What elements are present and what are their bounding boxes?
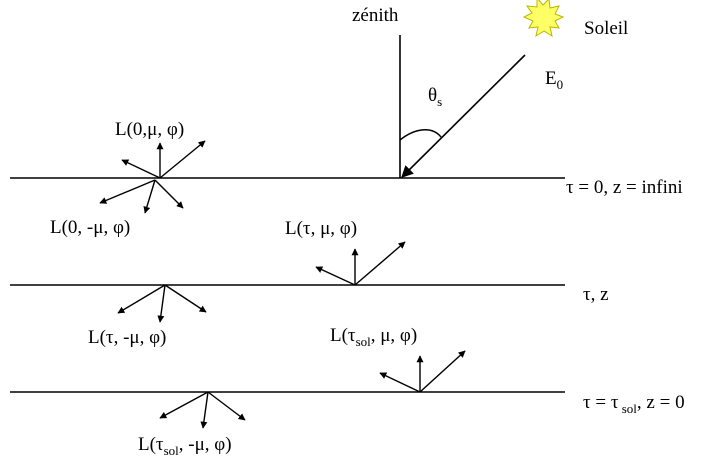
- theta-s-label: θs: [428, 85, 442, 109]
- top-upward-arrows: [121, 140, 206, 179]
- middle-upward-arrows: [315, 241, 406, 286]
- arrow: [200, 391, 209, 429]
- arrow: [99, 179, 156, 204]
- arrow: [207, 391, 246, 421]
- sun-icon: [522, 0, 565, 38]
- arrow: [159, 140, 206, 179]
- ground-downward-arrows: [159, 391, 246, 429]
- middle-upward-label: L(τ, μ, φ): [285, 218, 357, 239]
- middle-downward-label: L(τ, -μ, φ): [88, 327, 166, 348]
- ground-downward-label: L(τsol, -μ, φ): [138, 434, 232, 458]
- arrow: [117, 284, 166, 314]
- arrow: [379, 372, 421, 393]
- top-downward-label: L(0, -μ, φ): [50, 217, 130, 238]
- zenith-label: zénith: [352, 5, 399, 26]
- arrow: [419, 350, 466, 393]
- arrow: [354, 241, 406, 286]
- layer-label-top: τ = 0, z = infini: [566, 177, 683, 198]
- solar-incident-ray: [401, 54, 526, 178]
- arrow: [157, 284, 166, 323]
- arrow: [143, 179, 156, 214]
- top-upward-label: L(0,μ, φ): [115, 119, 184, 140]
- arrow: [315, 266, 356, 286]
- top-downward-arrows: [99, 179, 184, 214]
- ground-upward-arrows: [379, 350, 466, 393]
- arrow: [159, 391, 209, 419]
- e0-label: E0: [545, 68, 563, 92]
- theta-s-arc: [399, 129, 442, 141]
- layer-label-middle: τ, z: [583, 284, 609, 305]
- ground-upward-label: L(τsol, μ, φ): [330, 325, 417, 349]
- middle-downward-arrows: [117, 284, 207, 323]
- arrow: [154, 179, 184, 209]
- arrow: [164, 284, 207, 313]
- sun-label: Soleil: [584, 18, 628, 39]
- layer-label-bottom: τ = τ sol, z = 0: [583, 392, 685, 416]
- arrow: [121, 159, 161, 179]
